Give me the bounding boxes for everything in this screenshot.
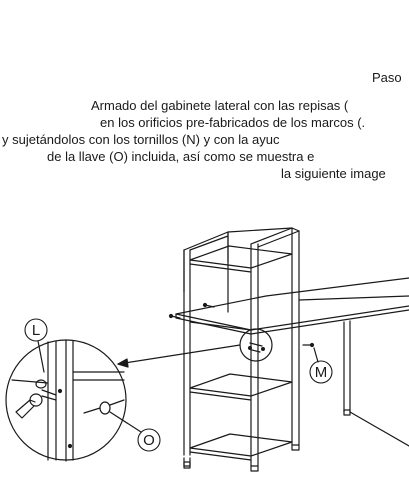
callout-m-label: M (315, 364, 328, 381)
shelf-unit (183, 227, 300, 472)
callout-m (309, 347, 333, 384)
step-title: Paso (372, 70, 402, 85)
screws (168, 302, 315, 348)
instruction-line-4: de la llave (O) incluida, así como se mu… (47, 149, 315, 164)
instruction-line-2: en los orificios pre-fabricados de los m… (100, 115, 366, 130)
desk-top (175, 277, 409, 447)
instruction-line-5: la siguiente image (281, 166, 386, 181)
instruction-line-3: y sujetándolos con los tornillos (N) y c… (2, 132, 280, 147)
callout-o-label: O (143, 432, 155, 449)
callout-l (24, 318, 48, 373)
magnified-detail (5, 339, 127, 462)
detail-arrow (117, 344, 241, 365)
instruction-line-1: Armado del gabinete lateral con las repi… (91, 98, 349, 113)
callout-o (109, 411, 161, 452)
callout-l-label: L (32, 322, 40, 339)
